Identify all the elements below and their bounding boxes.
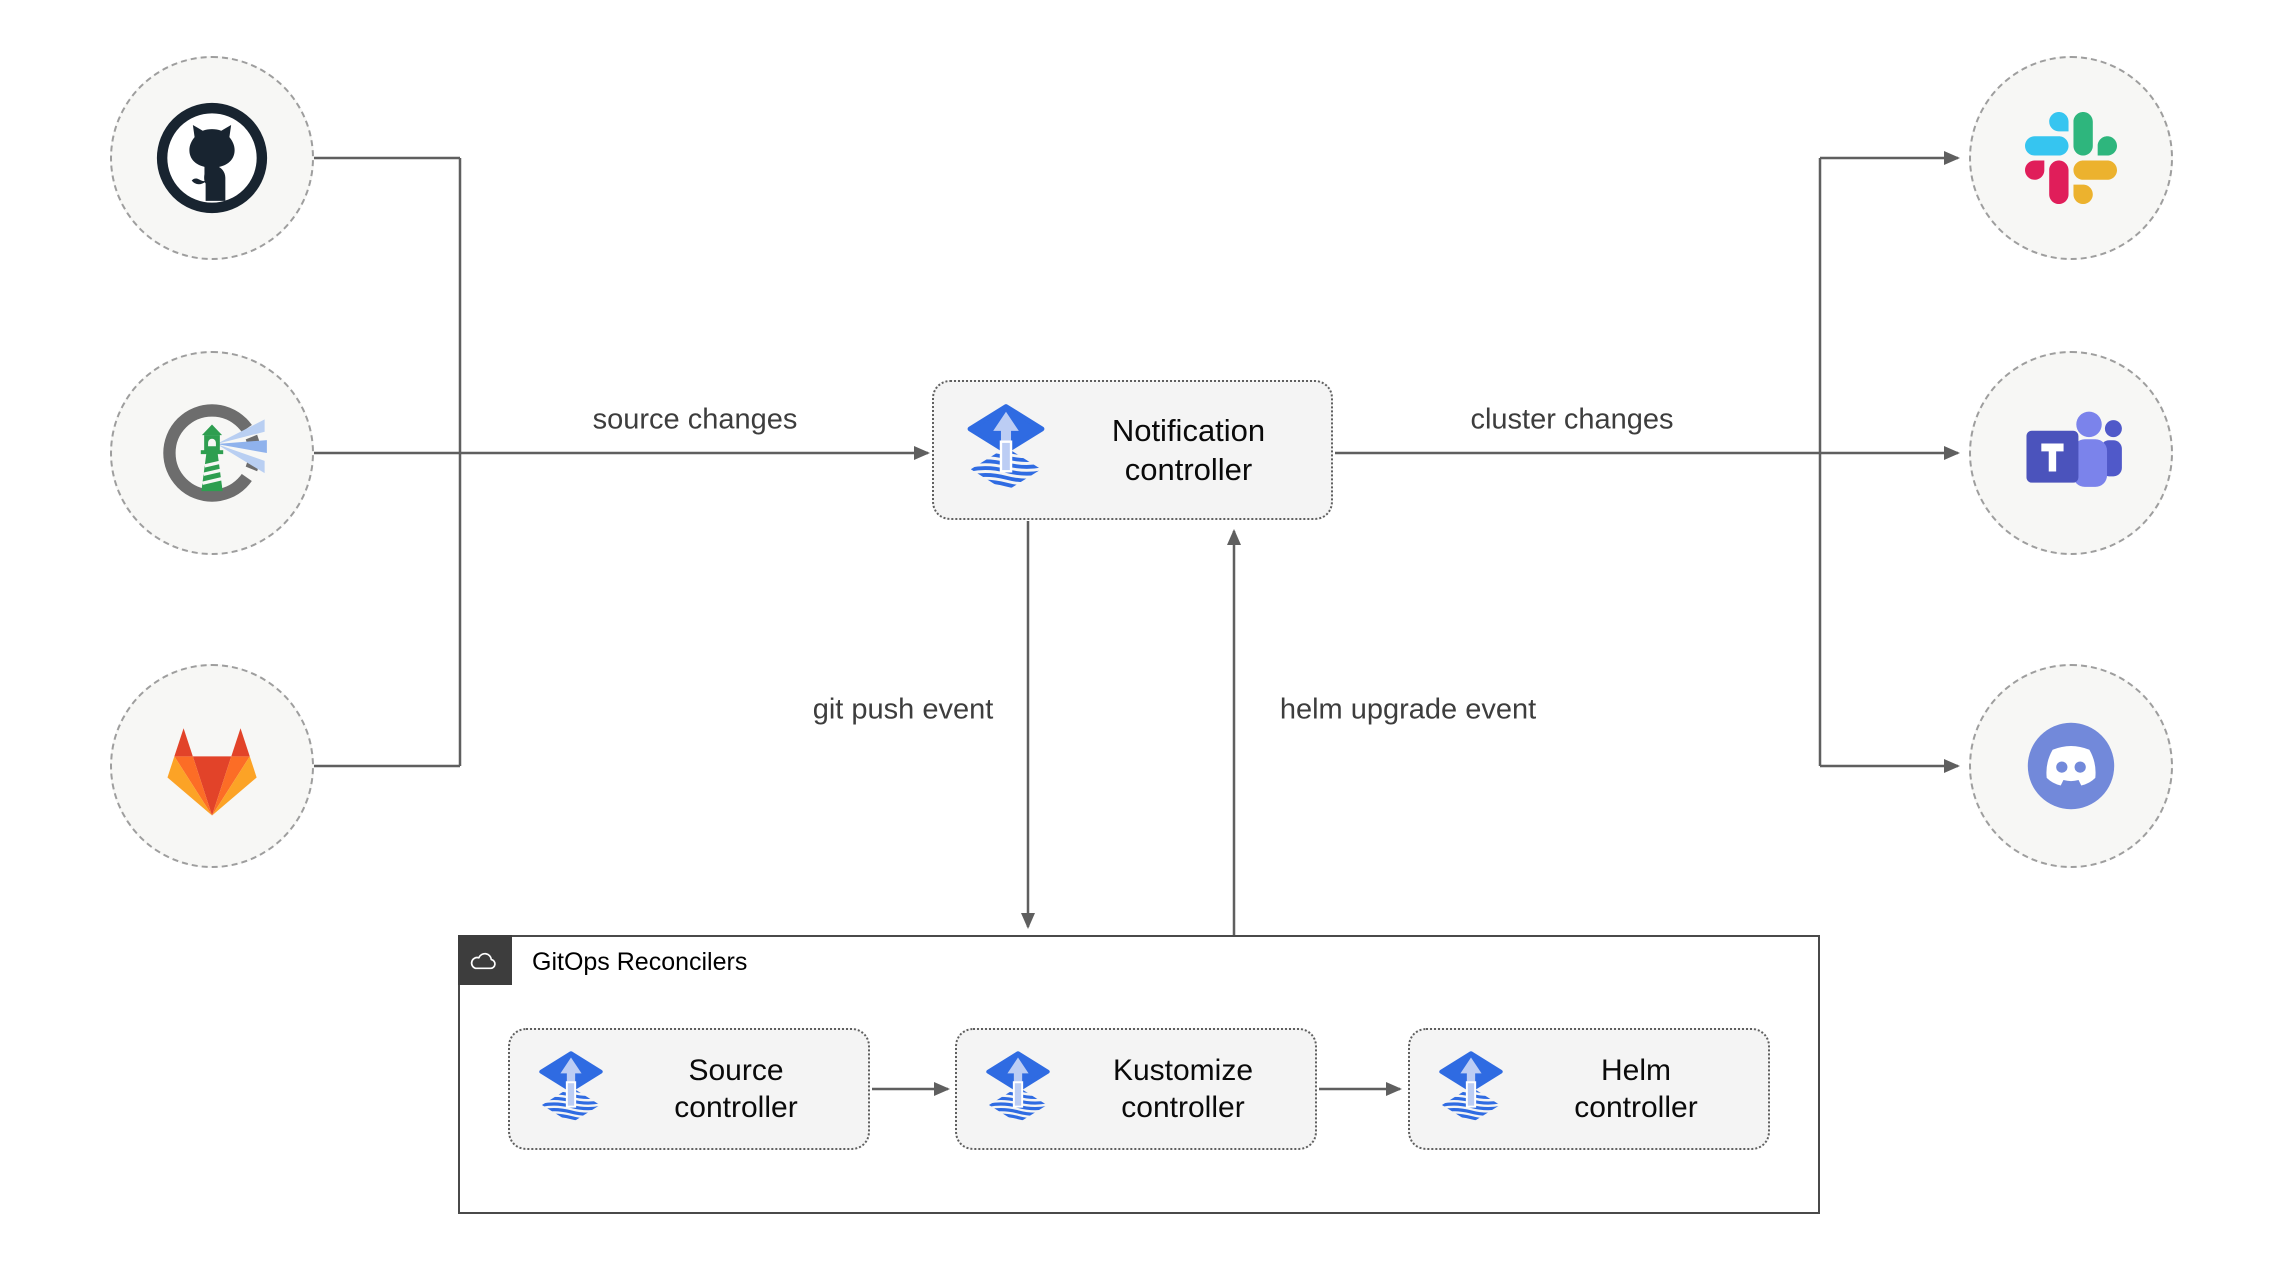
kustomize-controller-label: Kustomize controller [1051, 1052, 1315, 1126]
kustomize-controller-line2: controller [1121, 1091, 1245, 1124]
node-discord [1969, 664, 2173, 868]
flux-icon [1438, 1051, 1504, 1128]
notification-controller-label: Notification controller [1046, 411, 1331, 489]
source-controller-box: Source controller [508, 1028, 870, 1150]
helm-controller-label: Helm controller [1504, 1052, 1768, 1126]
microsoft-teams-icon [2018, 400, 2124, 506]
node-slack [1969, 56, 2173, 260]
kustomize-controller-box: Kustomize controller [955, 1028, 1317, 1150]
discord-icon [2017, 712, 2125, 820]
source-controller-label: Source controller [604, 1052, 868, 1126]
flux-icon [966, 404, 1046, 497]
edge-label-helm-upgrade-event: helm upgrade event [1279, 693, 1537, 726]
node-teams [1969, 351, 2173, 555]
right-bus-lines [1335, 158, 1822, 766]
edge-label-source-changes: source changes [592, 403, 798, 436]
github-icon [154, 100, 270, 216]
notification-controller-line2: controller [1124, 452, 1253, 487]
helm-controller-line1: Helm [1600, 1054, 1671, 1087]
node-github [110, 56, 314, 260]
source-controller-line2: controller [674, 1091, 798, 1124]
node-harbor [110, 351, 314, 555]
helm-controller-box: Helm controller [1408, 1028, 1770, 1150]
container-badge [458, 935, 512, 985]
source-controller-line1: Source [688, 1054, 784, 1087]
cloud-icon [468, 948, 502, 973]
left-bus-lines [314, 156, 462, 768]
slack-icon [2025, 112, 2117, 204]
gitops-reconcilers-container: GitOps Reconcilers [458, 935, 1820, 1214]
gitops-reconcilers-title: GitOps Reconcilers [532, 948, 748, 976]
edge-label-git-push-event: git push event [812, 693, 994, 726]
flux-icon [985, 1051, 1051, 1128]
node-gitlab [110, 664, 314, 868]
helm-controller-line2: controller [1574, 1091, 1698, 1124]
kustomize-controller-line1: Kustomize [1112, 1054, 1254, 1087]
gitlab-icon [159, 715, 265, 817]
notification-controller-line1: Notification [1111, 413, 1266, 448]
flux-icon [538, 1051, 604, 1128]
edge-label-cluster-changes: cluster changes [1470, 403, 1674, 436]
notification-controller-box: Notification controller [932, 380, 1333, 520]
harbor-lighthouse-icon [156, 397, 268, 509]
